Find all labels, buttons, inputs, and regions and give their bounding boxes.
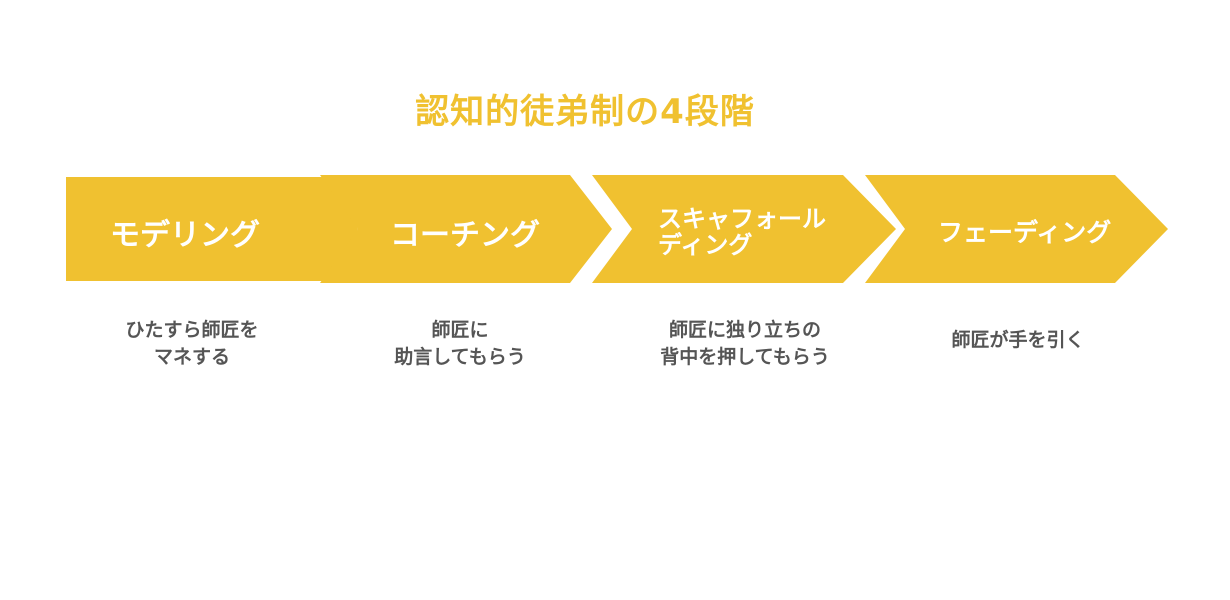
stage-description-modeling: ひたすら師匠を マネする <box>125 319 259 368</box>
stage-arrow-modeling <box>66 177 358 281</box>
stage-label-modeling: モデリング <box>110 218 260 253</box>
stage-arrow-scaffolding <box>592 175 896 283</box>
diagram-title: 認知的徒弟制の4段階 <box>415 92 755 132</box>
stage-description-coaching: 師匠に 助言してもらう <box>394 319 526 368</box>
stage-description-fading: 師匠が手を引く <box>951 329 1085 351</box>
stage-description-scaffolding: 師匠に独り立ちの 背中を押してもらう <box>660 319 830 368</box>
stage-arrow-fading <box>865 175 1168 283</box>
stage-label-scaffolding: スキャフォール ディング <box>658 205 826 259</box>
stage-label-fading: フェーディング <box>938 218 1112 247</box>
stage-arrow-coaching <box>320 175 612 283</box>
stage-label-coaching: コーチング <box>390 218 540 253</box>
